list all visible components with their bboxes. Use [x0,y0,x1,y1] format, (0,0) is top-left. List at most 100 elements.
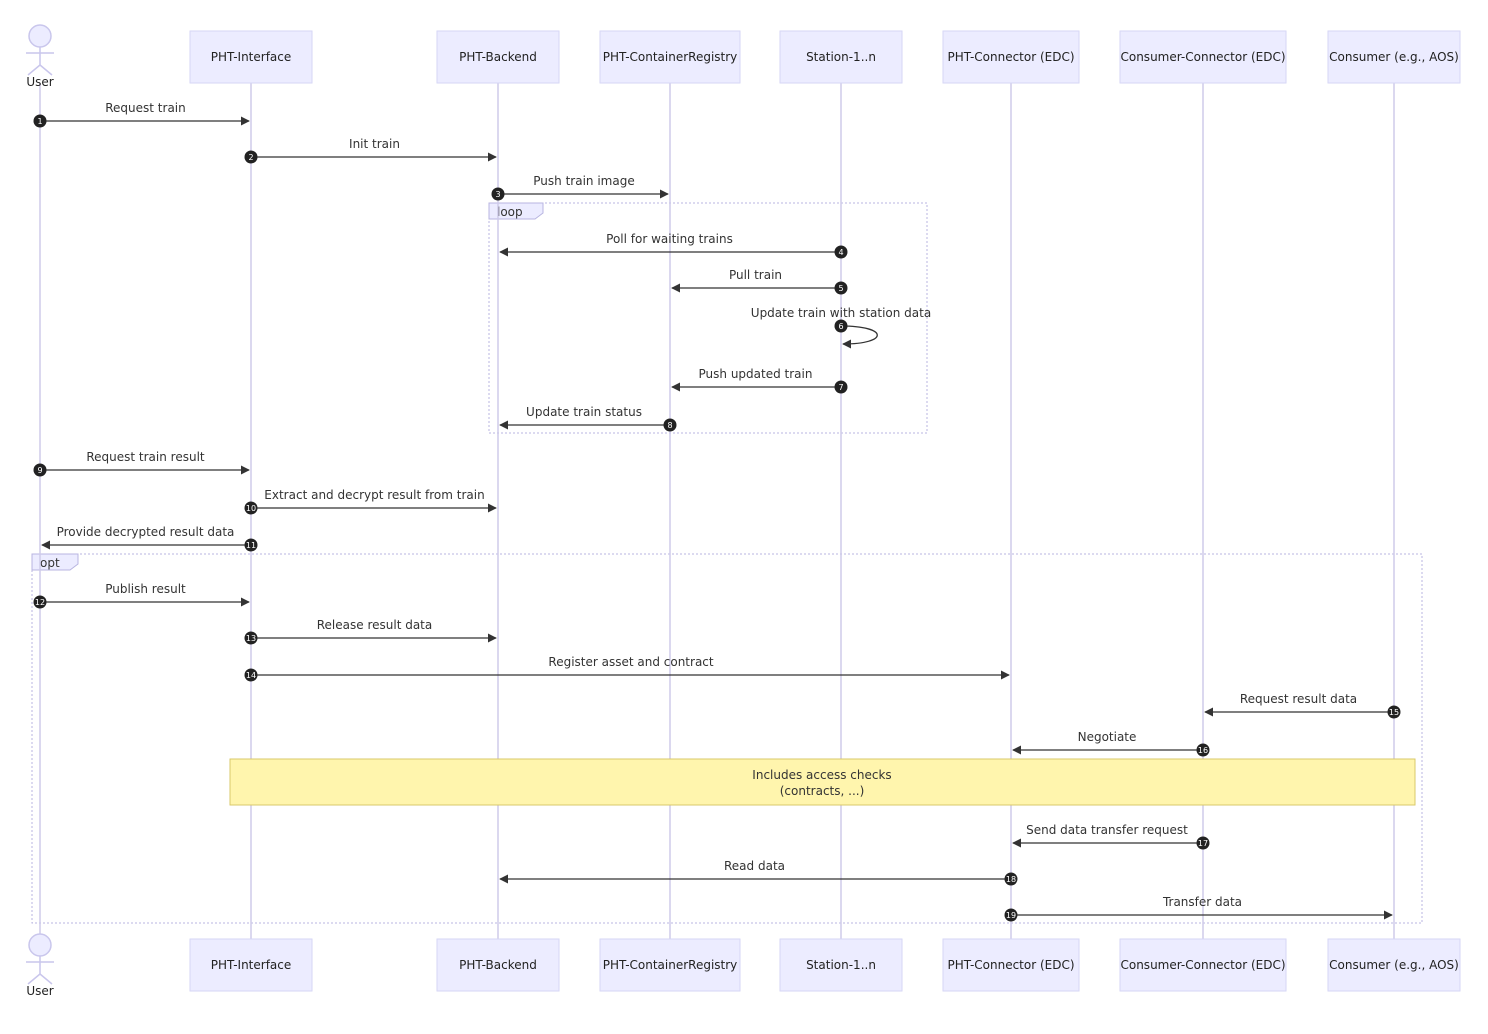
note-layer: Includes access checks(contracts, ...) [229,758,1416,806]
actor-label: User [26,75,53,89]
actor-box [599,30,741,84]
sequence-number: 5 [838,284,843,293]
sequence-number-badge [244,631,258,645]
message-label: Update train status [526,405,642,419]
sequence-number-badge [491,187,505,201]
actor-pconn-bottom: PHT-Connector (EDC) [942,938,1080,992]
sequence-number-badge [244,538,258,552]
sequence-number: 13 [246,634,256,643]
message-label: Init train [349,137,400,151]
sequence-number: 15 [1389,708,1399,717]
actor-label: PHT-Backend [459,958,537,972]
actor-iface-bottom: PHT-Interface [189,938,313,992]
sequence-number: 6 [838,322,843,331]
actor-box [1327,938,1461,992]
message-12: Publish result 12 [33,582,250,609]
sequence-number: 7 [838,383,843,392]
actor-registry-top: PHT-ContainerRegistry [599,30,741,84]
actor-backend-top: PHT-Backend [436,30,560,84]
message-3: Push train image 3 [491,174,669,201]
loop-frame-border [488,202,928,434]
message-label: Send data transfer request [1026,823,1188,837]
sequence-number-badge [1196,836,1210,850]
note-line-2: (contracts, ...) [780,784,865,798]
message-6: Update train with station data 6 [751,306,931,349]
actor-label: Station-1..n [806,958,876,972]
message-14: Register asset and contract 14 [244,655,1010,682]
sequence-number-badge [33,595,47,609]
message-label: Push train image [533,174,634,188]
actor-pconn-top: PHT-Connector (EDC) [942,30,1080,84]
opt-frame-border [31,553,1423,924]
actor-consumer-top: Consumer (e.g., AOS) [1327,30,1461,84]
access-checks-note: Includes access checks(contracts, ...) [229,758,1416,806]
loop-frame-tag [488,202,544,220]
sequence-number-badge [244,668,258,682]
actors-layer: UserUserPHT-InterfacePHT-InterfacePHT-Ba… [26,24,1461,998]
actor-station-top: Station-1..n [779,30,903,84]
sequence-number-badge [1004,872,1018,886]
sequence-number: 3 [495,190,500,199]
sequence-number: 14 [246,671,256,680]
sequence-number: 19 [1006,911,1016,920]
message-label: Request result data [1240,692,1357,706]
sequence-number-badge [1196,743,1210,757]
sequence-number-badge [834,319,848,333]
message-label: Request train result [86,450,205,464]
actor-label: Consumer-Connector (EDC) [1120,50,1285,64]
message-label: Negotiate [1078,730,1137,744]
frames-layer: loop opt [31,202,1423,924]
actor-label: Consumer-Connector (EDC) [1120,958,1285,972]
sequence-number-badge [33,114,47,128]
message-7: Push updated train 7 [671,367,848,394]
sequence-number: 1 [37,117,42,126]
actor-consumer-bottom: Consumer (e.g., AOS) [1327,938,1461,992]
sequence-number: 10 [246,504,256,513]
user-stick-figure-icon [26,933,54,985]
actor-box [779,938,903,992]
sequence-number-badge [834,245,848,259]
sequence-number-badge [834,281,848,295]
sequence-number: 12 [35,598,45,607]
user-stick-figure-icon [26,24,54,76]
sequence-number: 11 [246,541,256,550]
actor-box [1327,30,1461,84]
actor-label: Consumer (e.g., AOS) [1329,50,1459,64]
actor-station-bottom: Station-1..n [779,938,903,992]
actor-box [942,30,1080,84]
actor-label: Consumer (e.g., AOS) [1329,958,1459,972]
loop-frame-label: loop [497,205,523,219]
actor-label: PHT-Interface [211,958,292,972]
actor-cconn-top: Consumer-Connector (EDC) [1119,30,1287,84]
actor-label: User [26,984,53,998]
sequence-number: 18 [1006,875,1016,884]
message-label: Push updated train [699,367,813,381]
message-label: Transfer data [1162,895,1242,909]
actor-box [189,30,313,84]
message-label: Update train with station data [751,306,931,320]
message-arrow [840,325,878,349]
message-label: Read data [724,859,785,873]
sequence-number-badge [834,380,848,394]
sequence-number: 8 [667,421,672,430]
loop-frame: loop [488,202,928,434]
message-18: Read data 18 [499,859,1018,886]
message-19: Transfer data 19 [1004,895,1393,922]
sequence-number-badge [244,150,258,164]
actor-box [779,30,903,84]
actor-registry-bottom: PHT-ContainerRegistry [599,938,741,992]
opt-frame: opt [31,553,1423,924]
message-label: Publish result [105,582,186,596]
actor-user-bottom: User [26,933,54,998]
actor-backend-bottom: PHT-Backend [436,938,560,992]
message-label: Register asset and contract [548,655,714,669]
actor-label: PHT-Connector (EDC) [947,958,1074,972]
